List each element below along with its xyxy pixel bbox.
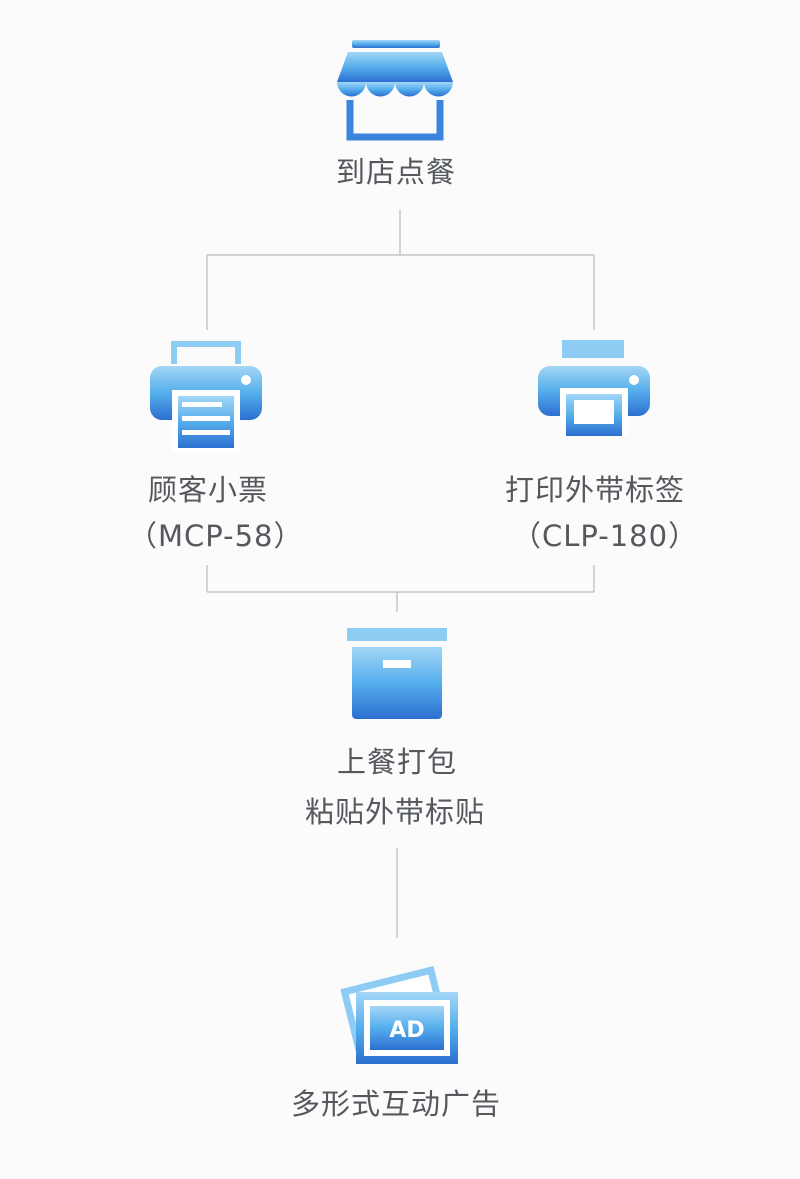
ad-banner-icon: AD	[340, 966, 458, 1064]
packing-label: 上餐打包	[337, 745, 458, 779]
label-printer-model: （CLP-180）	[512, 519, 699, 553]
label-printer-label: 打印外带标签	[505, 473, 686, 507]
dine-in-label: 到店点餐	[336, 155, 457, 189]
box-icon	[347, 628, 447, 719]
storefront-icon	[337, 40, 453, 141]
receipt-printer-icon	[150, 341, 262, 452]
ad-badge-text: AD	[389, 1018, 424, 1043]
label-printer-icon	[538, 340, 650, 436]
packing-sublabel: 粘贴外带标贴	[305, 795, 486, 829]
receipt-model: （MCP-58）	[128, 519, 304, 553]
ads-label: 多形式互动广告	[291, 1087, 502, 1121]
receipt-label: 顾客小票	[148, 473, 269, 507]
